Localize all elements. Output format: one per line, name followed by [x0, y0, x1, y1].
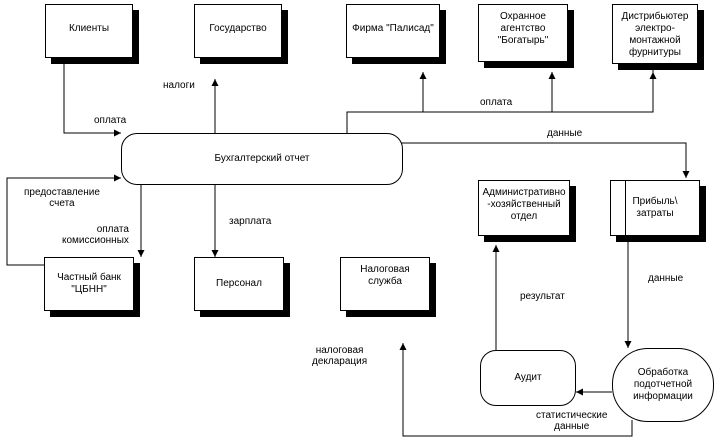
node-klienty: Клиенты [45, 4, 133, 58]
node-report: Бухгалтерский отчет [121, 133, 403, 185]
node-palisad: Фирма "Палисад" [346, 4, 440, 58]
node-personal: Персонал [194, 257, 284, 311]
arrow-processing-to-nalog [399, 343, 633, 437]
label-nalogi: налоги [163, 80, 195, 91]
label-dannye-top: данные [547, 128, 583, 139]
label-rezultat: результат [520, 291, 565, 302]
label-zarplata: зарплата [229, 216, 272, 227]
label-dannye-right: данные [648, 273, 684, 284]
node-processing: Обработка подотчетной информации [612, 348, 714, 422]
arrow-klienty-to-report [63, 62, 121, 137]
stripe-divider [625, 181, 626, 235]
node-bogatyr: Охранное агентство "Богатырь" [478, 4, 568, 62]
label-predostavlenie: предоставление счета [24, 187, 100, 209]
node-bank: Частный банк "ЦБНН" [44, 257, 134, 311]
arrow-bank-to-report-invoice [6, 174, 121, 266]
label-stat-dannye: статистические данные [536, 410, 608, 432]
node-gosudarstvo: Государство [194, 4, 282, 58]
node-profit: Прибыль\ затраты [610, 180, 700, 236]
label-oplata-kom: оплата комиссионных [62, 224, 129, 246]
label-nalog-deklar: налоговая декларация [312, 345, 368, 367]
node-nalog-sluzhba: Налоговая служба [340, 257, 430, 311]
node-distributor: Дистрибьютер электро- монтажной фурнитур… [612, 4, 698, 64]
label-oplata-left: оплата [94, 115, 127, 126]
node-audit: Аудит [480, 350, 576, 406]
arrow-report-to-profit [401, 142, 690, 178]
node-adm-otdel: Административно -хозяйственный отдел [478, 180, 570, 236]
label-oplata-right: оплата [480, 97, 513, 108]
